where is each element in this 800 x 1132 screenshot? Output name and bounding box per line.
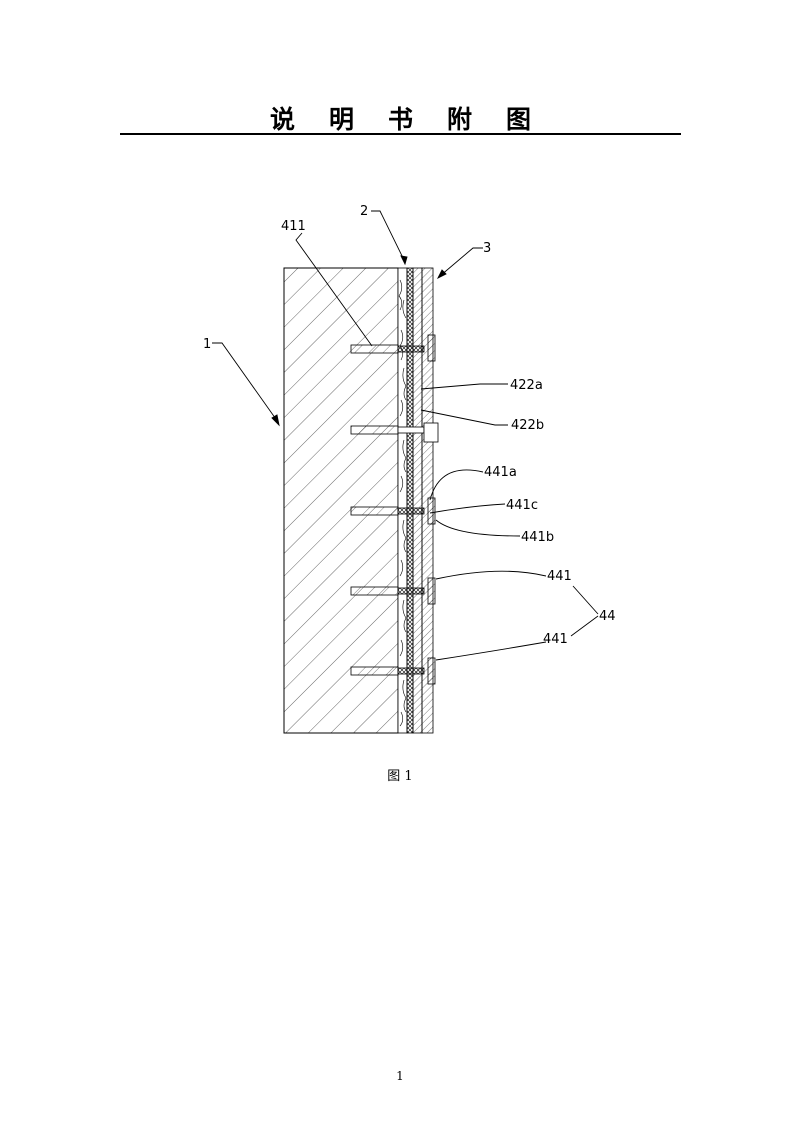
stepped-cap bbox=[423, 422, 439, 443]
label-411: 411 bbox=[281, 219, 306, 234]
anchor-caps bbox=[427, 334, 436, 685]
label-2: 2 bbox=[360, 204, 368, 219]
header-rule bbox=[120, 133, 681, 135]
wall-body bbox=[283, 267, 399, 734]
label-422a: 422a bbox=[510, 378, 543, 393]
label-1: 1 bbox=[203, 337, 211, 352]
label-44: 44 bbox=[599, 609, 616, 624]
label-441-lower: 441 bbox=[543, 632, 568, 647]
label-441c: 441c bbox=[506, 498, 538, 513]
figure-caption: 图 1 bbox=[387, 769, 413, 784]
insulation-fibers bbox=[398, 279, 407, 727]
finishing-layer bbox=[412, 267, 423, 734]
anchor-rods bbox=[350, 344, 399, 676]
label-441a: 441a bbox=[484, 465, 517, 480]
mesh-layer bbox=[406, 267, 414, 734]
page-number: 1 bbox=[396, 1069, 404, 1083]
label-422b: 422b bbox=[511, 418, 544, 433]
label-441b: 441b bbox=[521, 530, 554, 545]
page-header-title: 说明书附图 bbox=[269, 105, 565, 134]
leader-lines bbox=[212, 210, 599, 661]
label-441-upper: 441 bbox=[547, 569, 572, 584]
label-3: 3 bbox=[483, 241, 491, 256]
